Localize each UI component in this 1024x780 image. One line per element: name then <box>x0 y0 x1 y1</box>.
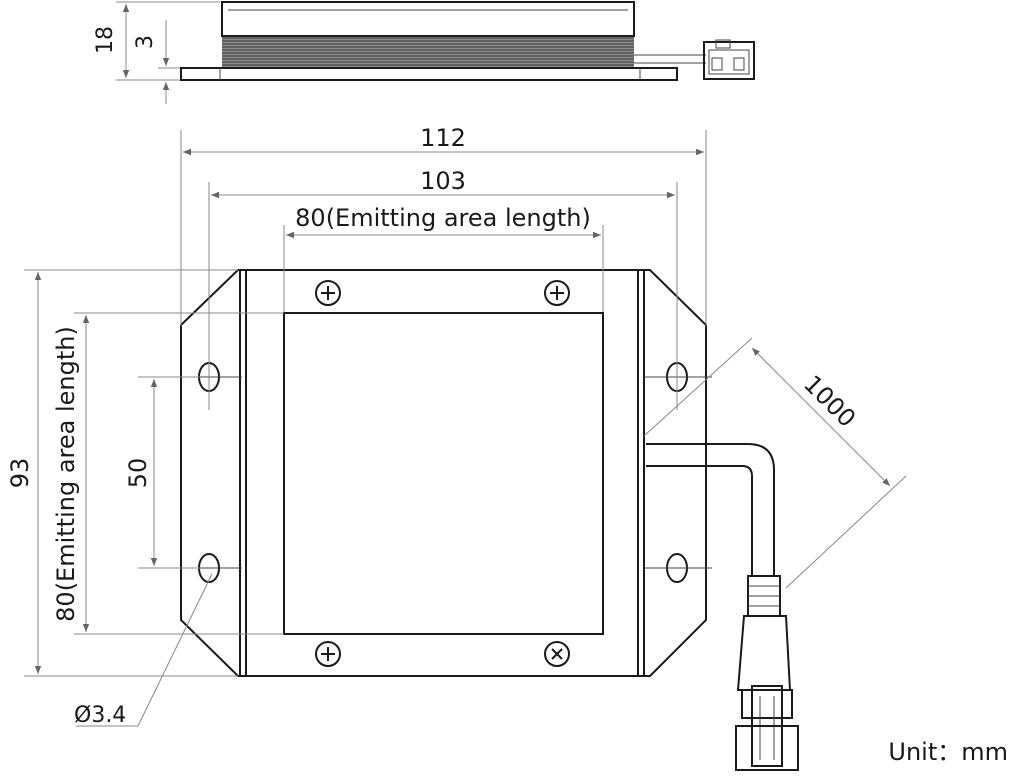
side-view: 18 3 <box>93 1 755 104</box>
mounting-hole-icon <box>644 553 712 583</box>
side-height-dimension: 18 <box>93 26 118 54</box>
screw-icon <box>315 280 341 306</box>
emitting-width-dimension: 80(Emitting area length) <box>295 204 591 232</box>
top-view: 112 103 80(Emitting area length) 93 80(E… <box>6 124 907 771</box>
screw-icon <box>544 641 570 667</box>
heatsink-fins <box>222 36 634 68</box>
emitting-height-dimension: 80(Emitting area length) <box>52 326 80 622</box>
cable-length-dimension: 1000 <box>798 370 861 433</box>
screw-icon <box>544 280 570 306</box>
hole-spacing-height-dimension: 50 <box>124 458 152 489</box>
hole-spacing-width-dimension: 103 <box>420 167 466 195</box>
screw-icon <box>315 641 341 667</box>
cable <box>646 443 775 576</box>
mounting-hole-icon <box>644 362 712 392</box>
side-connector <box>703 39 755 80</box>
unit-label: Unit：mm <box>888 738 1008 766</box>
overall-height-dimension: 93 <box>6 458 34 489</box>
flange-thickness-dimension: 3 <box>133 35 158 49</box>
emitting-area <box>283 312 604 635</box>
hole-diameter-dimension: Ø3.4 <box>74 703 126 728</box>
overall-width-dimension: 112 <box>420 124 466 152</box>
cable-connector <box>735 575 799 771</box>
